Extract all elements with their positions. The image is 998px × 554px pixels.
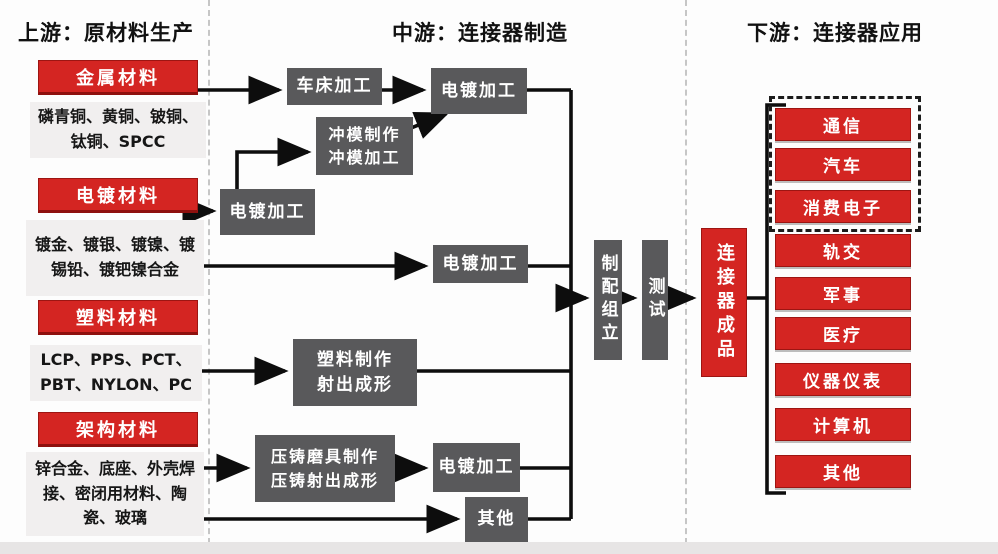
material-list-metal: 磷青铜、黄铜、铍铜、钛铜、SPCC [30, 102, 206, 158]
application-telecom: 通信 [775, 108, 911, 141]
finished-connector-box: 连接器成品 [701, 228, 747, 377]
column-divider-left [208, 0, 210, 554]
process-assembly: 制配组立 [594, 240, 622, 360]
bottom-edge-strip [0, 542, 998, 554]
process-die-casting: 压铸磨具制作 压铸射出成形 [255, 435, 395, 502]
process-plastic-molding: 塑料制作 射出成形 [293, 339, 417, 406]
material-group-frame: 架构材料 [38, 412, 198, 447]
material-group-plastic: 塑料材料 [38, 300, 198, 335]
process-lathe: 车床加工 [287, 68, 382, 105]
key-applications-dashed-frame [769, 96, 921, 232]
application-military: 军事 [775, 277, 911, 310]
application-consumer-electronics: 消费电子 [775, 190, 911, 223]
midstream-header: 中游：连接器制造 [392, 21, 568, 45]
process-plating-bottom: 电镀加工 [433, 443, 520, 492]
application-instruments: 仪器仪表 [775, 363, 911, 396]
process-plating-mid: 电镀加工 [433, 245, 528, 283]
process-plating-left: 电镀加工 [220, 189, 315, 235]
upstream-header: 上游：原材料生产 [18, 21, 194, 45]
application-computer: 计算机 [775, 408, 911, 441]
material-list-plastic: LCP、PPS、PCT、PBT、NYLON、PC [30, 345, 202, 401]
material-list-frame: 锌合金、底座、外壳焊接、密闭用材料、陶瓷、玻璃 [26, 452, 204, 536]
column-divider-right [685, 0, 687, 554]
process-die-making: 冲模制作 冲模加工 [316, 117, 413, 175]
material-group-plating: 电镀材料 [38, 178, 198, 213]
application-rail-transit: 轨交 [775, 234, 911, 267]
process-plating-top: 电镀加工 [431, 68, 527, 114]
process-testing: 测试 [642, 240, 668, 360]
application-other: 其他 [775, 455, 911, 488]
application-automotive: 汽车 [775, 148, 911, 181]
downstream-header: 下游：连接器应用 [747, 21, 923, 45]
application-medical: 医疗 [775, 317, 911, 350]
process-other: 其他 [465, 497, 528, 542]
material-group-metal: 金属材料 [38, 60, 198, 95]
material-list-plating: 镀金、镀银、镀镍、镀锡铅、镀钯镍合金 [26, 220, 204, 296]
